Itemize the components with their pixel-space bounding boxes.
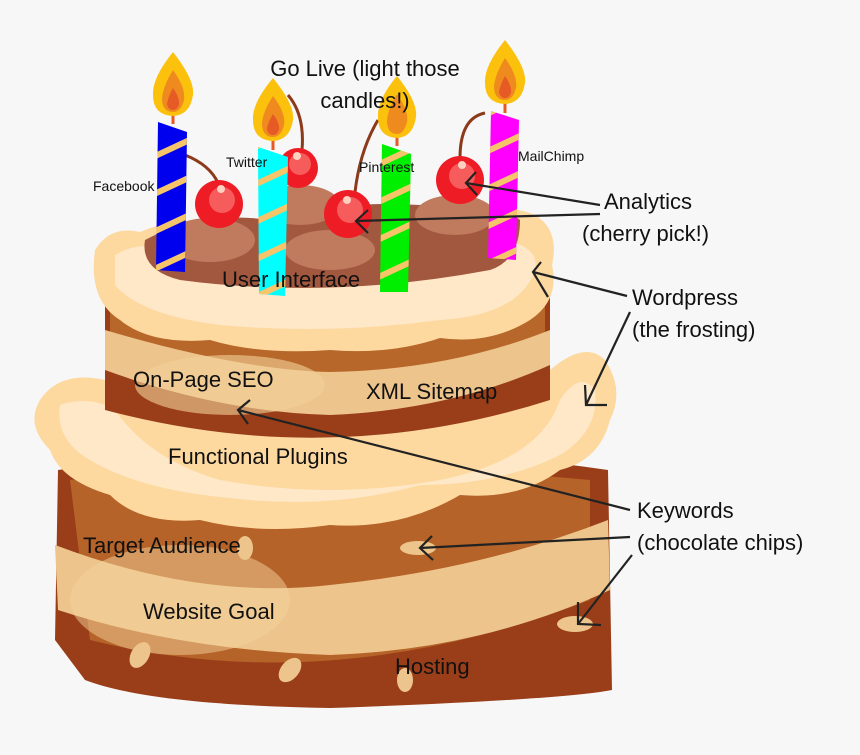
label-pinterest: Pinterest [359,159,414,175]
label-user-interface: User Interface [222,267,360,292]
label-facebook: Facebook [93,178,155,194]
label-twitter: Twitter [226,154,268,170]
label-hosting: Hosting [395,654,470,679]
arrow-keywords-3 [576,554,633,627]
cherries [195,148,484,238]
annotation-arrows [236,171,633,627]
label-wordpress-1: Wordpress [632,285,738,310]
arrow-wordpress-2 [583,311,631,407]
arrow-keywords-2 [418,535,631,561]
arrow-keywords-1 [236,399,631,512]
arrow-analytics-2 [354,209,601,234]
arrow-analytics-1 [464,171,601,207]
label-analytics-2: (cherry pick!) [582,221,709,246]
label-functional-plugins: Functional Plugins [168,444,348,469]
top-chocolate [144,185,520,288]
label-xml-sitemap: XML Sitemap [366,379,497,404]
candle-twitter [252,78,294,296]
candle-facebook [152,52,194,272]
label-go-live-1: Go Live (light those [270,56,460,81]
label-keywords-1: Keywords [637,498,734,523]
label-on-page-seo: On-Page SEO [133,367,274,392]
candle-pinterest [377,76,417,292]
label-keywords-2: (chocolate chips) [637,530,803,555]
label-website-goal: Website Goal [143,599,275,624]
candle-mailchimp [484,40,526,260]
label-go-live-2: candles!) [320,88,409,113]
label-wordpress-2: (the frosting) [632,317,756,342]
arrow-wordpress-1 [531,261,628,298]
labels: Go Live (light those candles!) Facebook … [83,56,803,679]
label-mailchimp: MailChimp [518,148,584,164]
label-analytics-1: Analytics [604,189,692,214]
cherry-stems [184,94,486,193]
label-target-audience: Target Audience [83,533,241,558]
